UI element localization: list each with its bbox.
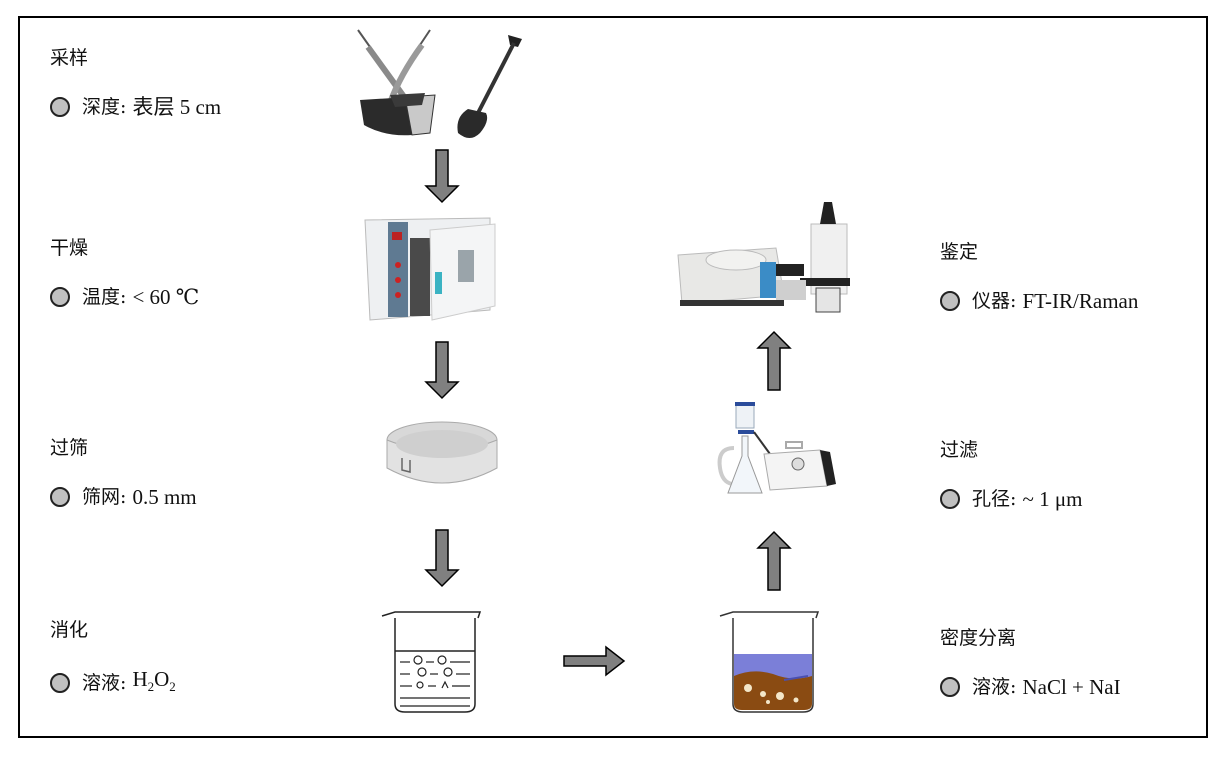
bullet-icon xyxy=(940,677,960,697)
bullet-icon xyxy=(50,287,70,307)
bullet-icon xyxy=(50,673,70,694)
param-label: 深度: xyxy=(82,96,127,118)
step-title: 过筛 xyxy=(50,437,89,459)
shovel-icon xyxy=(457,35,522,138)
step-digestion: 消化 溶液: H2O2 xyxy=(50,618,176,699)
param-value: NaCl + NaI xyxy=(1022,675,1121,699)
bullet-icon xyxy=(50,97,70,117)
step-drying: 干燥 温度: < 60 ℃ xyxy=(50,236,199,309)
step-density-separation: 密度分离 溶液: NaCl + NaI xyxy=(940,626,1121,699)
param-label: 筛网: xyxy=(82,486,127,508)
step-param: 仪器: FT-IR/Raman xyxy=(940,289,1138,313)
step-param: 温度: < 60 ℃ xyxy=(50,285,199,309)
oven-icon xyxy=(364,217,496,321)
bullet-icon xyxy=(940,489,960,509)
bullet-icon xyxy=(50,487,70,507)
param-value: 0.5 mm xyxy=(132,485,197,509)
step-sampling: 采样 深度: 表层 5 cm xyxy=(50,46,221,119)
param-value: 表层 5 cm xyxy=(132,95,222,119)
arrow-down-icon xyxy=(424,149,460,204)
bullet-icon xyxy=(940,291,960,311)
beaker-sediment-icon xyxy=(719,611,820,713)
density-beaker-illustration xyxy=(719,611,820,713)
step-param: 孔径: ~ 1 μm xyxy=(940,487,1082,511)
step-param: 溶液: NaCl + NaI xyxy=(940,675,1121,699)
param-label: 温度: xyxy=(82,286,127,308)
spectrometer-microscope-icon xyxy=(677,202,850,313)
sieve-icon xyxy=(386,421,498,484)
step-sieving: 过筛 筛网: 0.5 mm xyxy=(50,436,197,509)
ftir-raman-illustration xyxy=(677,202,850,313)
param-label: 溶液: xyxy=(972,676,1017,698)
beaker-bubbles-icon xyxy=(381,611,482,713)
drying-oven-illustration xyxy=(364,217,496,321)
vacuum-filter-icon xyxy=(717,402,836,494)
arrow-down-icon xyxy=(424,529,460,588)
param-label: 孔径: xyxy=(972,488,1017,510)
param-value: < 60 ℃ xyxy=(132,285,200,309)
step-title: 鉴定 xyxy=(940,241,979,263)
step-filtration: 过滤 孔径: ~ 1 μm xyxy=(940,438,1082,511)
param-value: H2O2 xyxy=(132,667,176,695)
filtration-illustration xyxy=(717,402,836,494)
param-label: 仪器: xyxy=(972,290,1017,312)
digestion-beaker-illustration xyxy=(381,611,482,713)
step-title: 消化 xyxy=(50,619,89,641)
step-identification: 鉴定 仪器: FT-IR/Raman xyxy=(940,240,1138,313)
step-title: 过滤 xyxy=(940,439,979,461)
soil-sampler-icon xyxy=(357,29,436,136)
arrow-up-icon xyxy=(756,330,792,391)
step-title: 干燥 xyxy=(50,237,89,259)
param-label: 溶液: xyxy=(82,672,127,695)
sieve-illustration xyxy=(386,421,498,484)
soil-sampler-shovel-illustration xyxy=(357,29,522,138)
diagram-frame xyxy=(18,16,1208,738)
step-param: 筛网: 0.5 mm xyxy=(50,485,197,509)
param-value: FT-IR/Raman xyxy=(1022,289,1139,313)
arrow-up-icon xyxy=(756,530,792,591)
step-param: 深度: 表层 5 cm xyxy=(50,95,221,119)
arrow-right-icon xyxy=(563,645,626,677)
param-value: ~ 1 μm xyxy=(1022,487,1083,511)
step-title: 密度分离 xyxy=(940,627,1017,649)
step-title: 采样 xyxy=(50,47,89,69)
arrow-down-icon xyxy=(424,341,460,400)
step-param: 溶液: H2O2 xyxy=(50,667,176,699)
